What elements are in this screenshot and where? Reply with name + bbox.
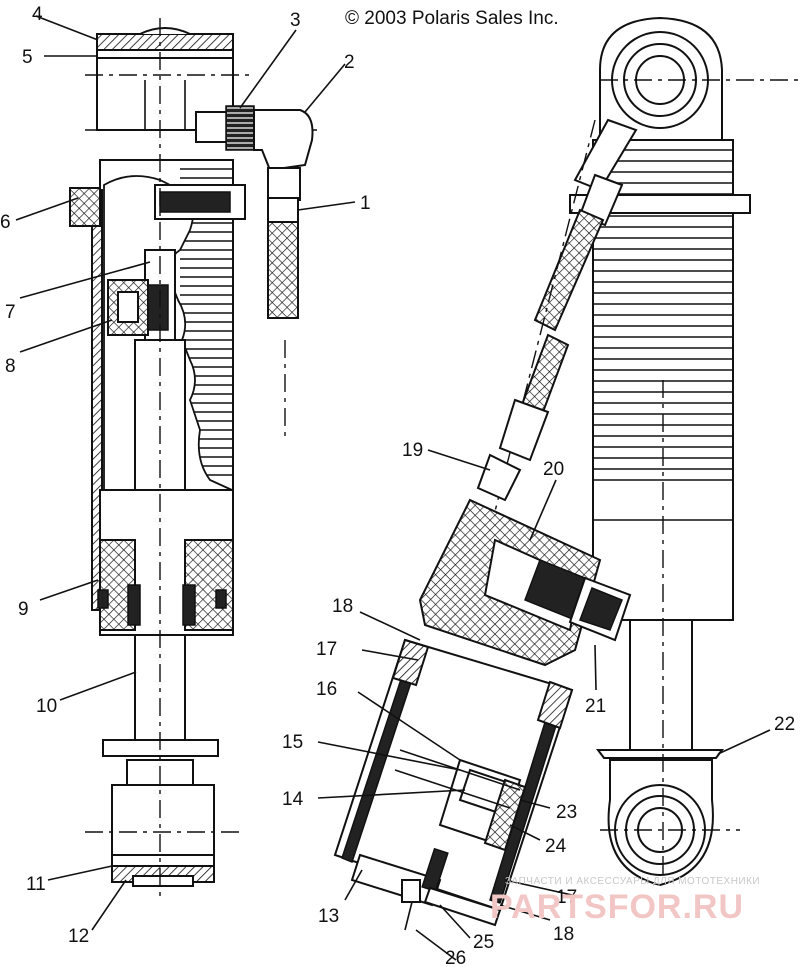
callout-2: 2 (344, 52, 355, 73)
callout-16: 16 (316, 679, 337, 700)
right-shock-assembled (569, 16, 800, 887)
left-shock-cutaway (69, 18, 320, 900)
callout-24: 24 (545, 836, 567, 857)
callout-7: 7 (5, 302, 16, 323)
callout-18-bottom: 18 (553, 924, 574, 945)
callout-5: 5 (22, 47, 33, 68)
hose-fitting-parts (195, 105, 314, 440)
callout-25: 25 (473, 932, 494, 953)
callout-15: 15 (282, 732, 303, 753)
callout-12: 12 (68, 926, 89, 947)
callout-9: 9 (18, 599, 29, 620)
callout-20: 20 (543, 459, 564, 480)
callout-18-top: 18 (332, 596, 353, 617)
callout-1: 1 (360, 193, 371, 214)
callout-4: 4 (32, 4, 43, 25)
watermark-tagline: ЗАПЧАСТИ И АКСЕССУАРЫ ДЛЯ МОТОТЕХНИКИ (505, 876, 760, 887)
copyright-text: © 2003 Polaris Sales Inc. (345, 8, 559, 29)
callout-19: 19 (402, 440, 423, 461)
callout-6: 6 (0, 212, 11, 233)
callout-14: 14 (282, 789, 304, 810)
callout-26: 26 (445, 948, 466, 967)
callout-10: 10 (36, 696, 57, 717)
callout-11: 11 (26, 874, 46, 895)
callout-labels: 1 2 3 4 5 6 7 8 9 10 11 12 13 14 15 16 1… (0, 4, 795, 967)
callout-22: 22 (774, 714, 795, 735)
callout-3: 3 (290, 10, 301, 31)
callout-17-top: 17 (316, 639, 337, 660)
callout-13: 13 (318, 906, 339, 927)
watermark-logo: PARTSFOR.RU (490, 888, 744, 926)
watermark: ЗАПЧАСТИ И АКСЕССУАРЫ ДЛЯ МОТОТЕХНИКИ PA… (490, 876, 760, 926)
callout-23: 23 (556, 802, 577, 823)
callout-21: 21 (585, 696, 606, 717)
callout-8: 8 (5, 356, 16, 377)
leader-lines (15, 15, 771, 961)
reservoir-canister (333, 453, 632, 931)
callout-17-bottom: 17 (556, 887, 577, 908)
